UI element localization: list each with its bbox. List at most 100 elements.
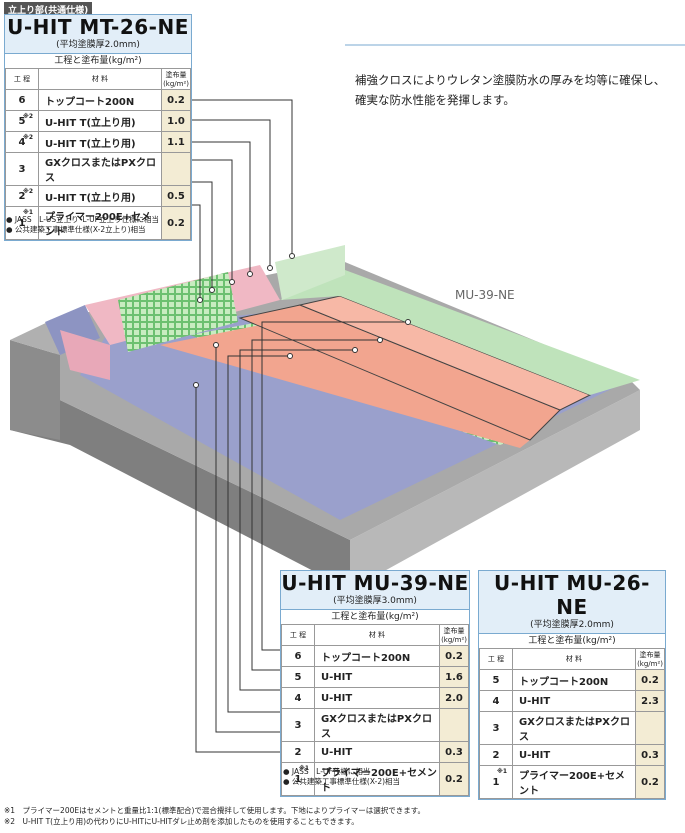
step-number-text: 5 <box>294 671 302 683</box>
footnote-mark: ※1 <box>22 209 33 216</box>
amount-cell: 1.6 <box>439 666 469 688</box>
material-cell: U-HIT <box>313 741 441 763</box>
amount-cell: 0.2 <box>439 762 469 796</box>
leader-dots-mt26 <box>197 253 295 303</box>
leader-lines-mu39 <box>195 321 408 753</box>
material-cell: プライマー200E+セメント <box>37 206 163 240</box>
amount-cell <box>439 708 469 742</box>
step-number: 4 <box>479 690 513 712</box>
leader-lines-mt26 <box>190 99 293 300</box>
footnote-mark: ※1 <box>298 765 309 772</box>
notes-mu39: ● JASS L-UF仕様に相当● 公共建築工事標準仕様(X-2)相当 <box>283 767 400 787</box>
amount-cell: 0.3 <box>439 741 469 763</box>
material-cell: GXクロスまたはPXクロス <box>37 152 163 186</box>
spec-note: ● JASS L-UF仕様に相当 <box>283 767 371 776</box>
spec-table-mu26: U-HIT MU-26-NE (平均塗膜厚2.0mm) 工程と塗布量(kg/m²… <box>478 570 666 800</box>
footnote: ※1 プライマー200Eはセメントと重量比1:1(標準配合)で混合攪拌して使用し… <box>4 806 426 815</box>
step-number-text: 3 <box>18 163 26 175</box>
description-line: 補強クロスによりウレタン塗膜防水の厚みを均等に確保し、 <box>355 73 666 87</box>
concrete-front-face <box>10 340 350 590</box>
description-line: 確実な防水性能を発揮します。 <box>355 93 515 107</box>
spec-unit: 工程と塗布量(kg/m²) <box>5 53 191 68</box>
material-cell: トップコート200N <box>313 645 441 667</box>
spec-subtitle: (平均塗膜厚3.0mm) <box>333 596 417 606</box>
col-amount: 塗布量 (kg/m²) <box>439 624 469 646</box>
step-number: 2※2 <box>5 185 39 207</box>
step-number-text: 6 <box>18 94 26 106</box>
material-cell: U-HIT <box>511 744 637 766</box>
footnote-mark: ※1 <box>496 768 507 775</box>
step-number: 4※2 <box>5 131 39 153</box>
footnotes: ※1 プライマー200Eはセメントと重量比1:1(標準配合)で混合攪拌して使用し… <box>4 805 425 827</box>
step-number-text: 4 <box>294 692 302 704</box>
amount-cell: 1.0 <box>161 110 191 132</box>
amount-cell: 0.2 <box>161 89 191 111</box>
step-number: 4 <box>281 687 315 709</box>
col-material: 材 料 <box>511 648 637 670</box>
step-number: 2 <box>479 744 513 766</box>
step-number-text: 1 <box>294 773 302 785</box>
parapet-front <box>10 340 60 440</box>
description: 補強クロスによりウレタン塗膜防水の厚みを均等に確保し、 確実な防水性能を発揮しま… <box>355 70 665 110</box>
spec-note: ● 公共建築工事標準仕様(X-2)相当 <box>283 777 401 786</box>
step-number-text: 2 <box>492 749 500 761</box>
notes-mt26: ● JASS L-US立上り･L-UF立上り仕様に相当● 公共建築工事標準仕様(… <box>6 215 159 235</box>
spec-header: U-HIT MT-26-NE (平均塗膜厚2.0mm) <box>5 15 191 53</box>
step-number-text: 4 <box>492 695 500 707</box>
material-cell: プライマー200E+セメント <box>511 765 637 799</box>
spec-note: ● 公共建築工事標準仕様(X-2立上り)相当 <box>6 225 146 234</box>
concrete-right-face <box>350 390 640 590</box>
step-number-text: 4 <box>18 136 26 148</box>
col-material: 材 料 <box>313 624 441 646</box>
amount-cell: 0.2 <box>439 645 469 667</box>
spec-title: U-HIT MU-39-NE <box>281 571 469 595</box>
amount-cell: 0.3 <box>635 744 665 766</box>
step-number: 2 <box>281 741 315 763</box>
material-cell: U-HIT <box>313 666 441 688</box>
material-cell: U-HIT <box>511 690 637 712</box>
step-number-text: 3 <box>492 722 500 734</box>
amount-cell: 2.0 <box>439 687 469 709</box>
material-cell: GXクロスまたはPXクロス <box>511 711 637 745</box>
material-cell: U-HIT T(立上り用) <box>37 131 163 153</box>
step-number-text: 1 <box>18 217 26 229</box>
step-number: 1※1 <box>5 206 39 240</box>
step-number-text: 2 <box>294 746 302 758</box>
col-step: 工 程 <box>5 68 39 90</box>
spec-unit: 工程と塗布量(kg/m²) <box>281 609 469 624</box>
spec-subtitle: (平均塗膜厚2.0mm) <box>56 40 140 50</box>
step-number: 5 <box>479 669 513 691</box>
footnote-mark: ※2 <box>22 134 33 141</box>
material-cell: トップコート200N <box>511 669 637 691</box>
amount-cell: 1.1 <box>161 131 191 153</box>
upstand-urethane-side <box>60 330 110 380</box>
material-cell: U-HIT T(立上り用) <box>37 110 163 132</box>
col-step: 工 程 <box>281 624 315 646</box>
spec-header: U-HIT MU-39-NE (平均塗膜厚3.0mm) <box>281 571 469 609</box>
step-number: 6 <box>281 645 315 667</box>
material-cell: トップコート200N <box>37 89 163 111</box>
col-step: 工 程 <box>479 648 513 670</box>
step-number: 1※1 <box>281 762 315 796</box>
spec-unit: 工程と塗布量(kg/m²) <box>479 633 665 648</box>
footnote-mark: ※2 <box>22 188 33 195</box>
footnote: ※2 U-HIT T(立上り用)の代わりにU-HITにU-HITダレ止め剤を添加… <box>4 817 359 826</box>
col-amount: 塗布量 (kg/m²) <box>161 68 191 90</box>
amount-cell: 2.3 <box>635 690 665 712</box>
step-number: 1※1 <box>479 765 513 799</box>
spec-header: U-HIT MU-26-NE (平均塗膜厚2.0mm) <box>479 571 665 633</box>
spec-subtitle: (平均塗膜厚2.0mm) <box>530 620 614 630</box>
